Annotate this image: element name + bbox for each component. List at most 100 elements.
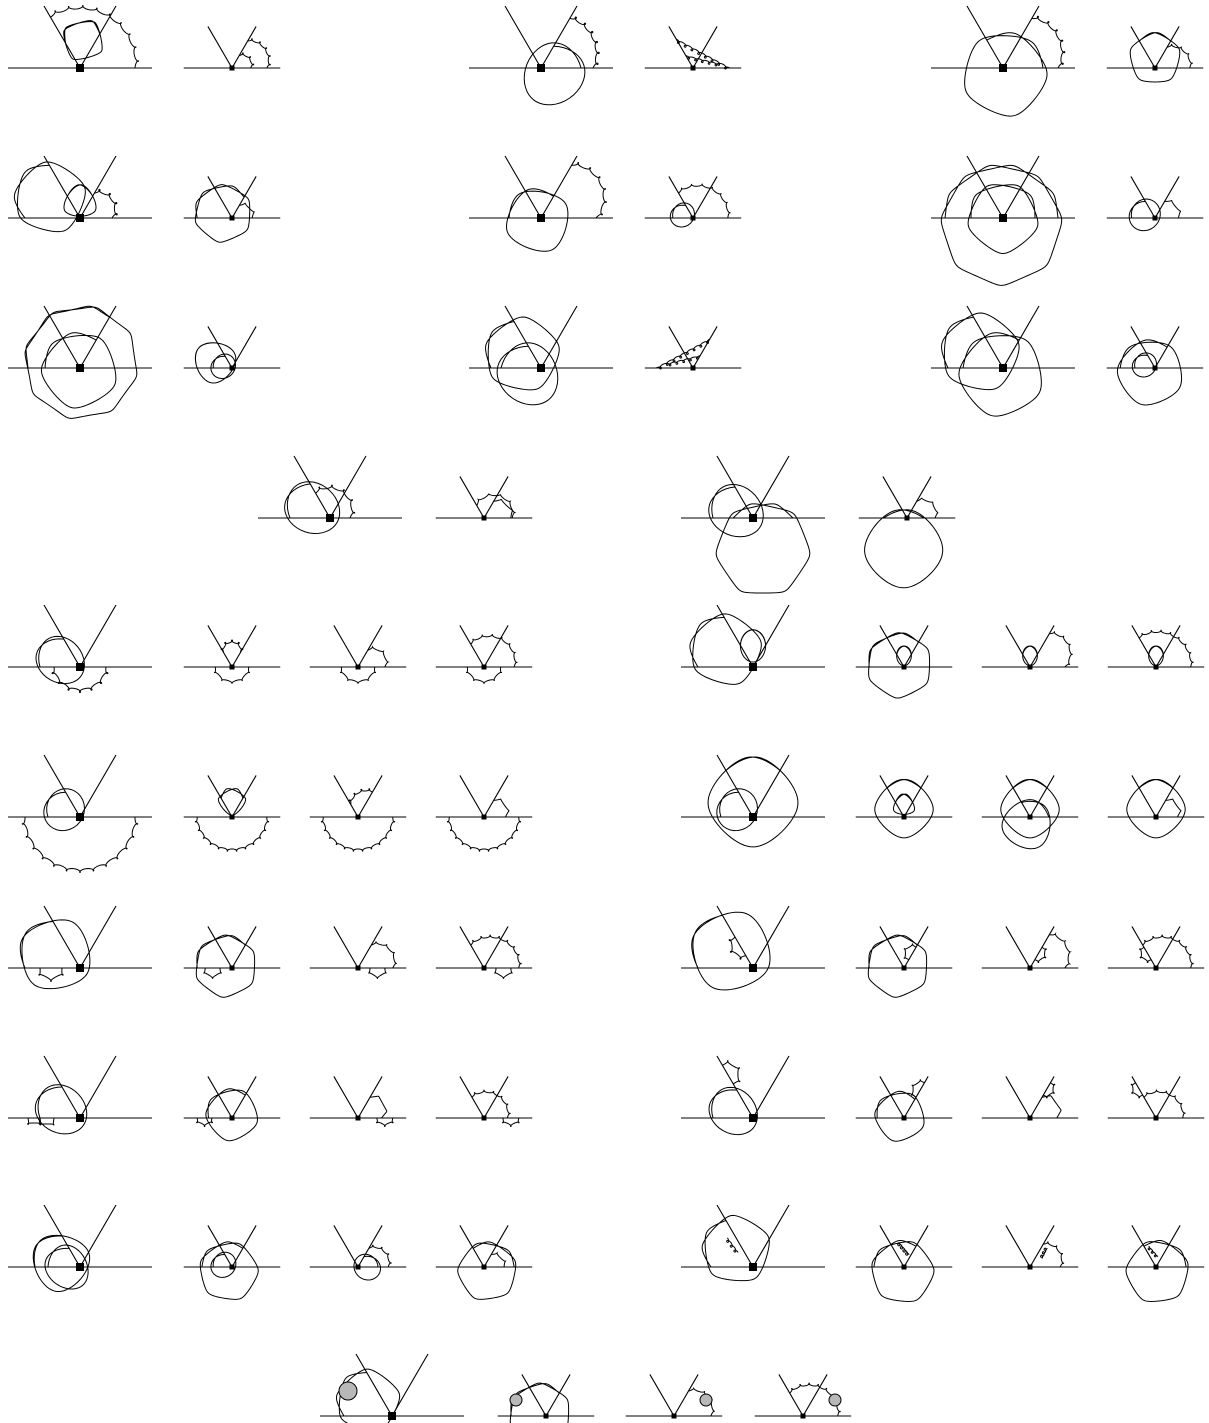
vertex-square bbox=[76, 663, 84, 671]
right-jet-line bbox=[80, 755, 116, 817]
feynman-diagram bbox=[8, 1205, 152, 1292]
gluon-line bbox=[708, 757, 798, 847]
feynman-diagram bbox=[436, 926, 532, 978]
left-jet-line bbox=[967, 6, 1003, 68]
right-jet-line bbox=[753, 906, 789, 968]
right-jet-line bbox=[80, 605, 116, 667]
feynman-diagram bbox=[310, 625, 406, 683]
vertex-square bbox=[1028, 1116, 1033, 1121]
gluon-line bbox=[1032, 16, 1065, 68]
gluon-line bbox=[204, 968, 222, 978]
gluon-line bbox=[690, 614, 761, 684]
gluon-line bbox=[195, 185, 249, 243]
vertex-square bbox=[691, 66, 696, 71]
gluon-line bbox=[22, 817, 137, 873]
right-jet-line bbox=[1156, 775, 1180, 817]
left-jet-line bbox=[717, 1205, 753, 1267]
gluon-line bbox=[39, 968, 63, 982]
left-jet-line bbox=[44, 605, 80, 667]
vertex-square bbox=[1154, 815, 1159, 820]
feynman-diagram bbox=[931, 306, 1075, 416]
feynman-diagram bbox=[320, 1354, 464, 1423]
feynman-diagram bbox=[8, 306, 152, 418]
vertex-square bbox=[537, 214, 545, 222]
vertex-square bbox=[356, 665, 361, 670]
right-jet-line bbox=[484, 926, 508, 968]
feynman-diagram bbox=[184, 326, 280, 383]
right-jet-line bbox=[1030, 625, 1054, 667]
gluon-line bbox=[1049, 632, 1072, 667]
vertex-square bbox=[482, 1116, 487, 1121]
left-jet-line bbox=[505, 306, 541, 368]
left-jet-line bbox=[1006, 1076, 1030, 1118]
vertex-square bbox=[230, 66, 235, 71]
vertex-square bbox=[902, 815, 907, 820]
right-jet-line bbox=[484, 625, 508, 667]
feynman-diagram bbox=[859, 476, 955, 587]
vertex-square bbox=[76, 1263, 84, 1271]
gluon-line bbox=[1149, 646, 1164, 666]
left-jet-line bbox=[669, 176, 693, 218]
feynman-diagram bbox=[1107, 176, 1203, 230]
vertex-square bbox=[356, 815, 361, 820]
feynman-diagram bbox=[681, 456, 825, 593]
feynman-diagram bbox=[1107, 326, 1203, 405]
vertex-square bbox=[1154, 966, 1159, 971]
vertex-square bbox=[999, 64, 1007, 72]
left-jet-line bbox=[1006, 1225, 1030, 1267]
left-jet-line bbox=[334, 1225, 358, 1267]
feynman-diagram bbox=[436, 625, 532, 683]
gluon-line bbox=[369, 968, 387, 978]
feynman-diagram bbox=[184, 26, 280, 70]
right-jet-line bbox=[484, 476, 508, 518]
vertex-square bbox=[230, 1265, 235, 1270]
gluon-line bbox=[702, 1215, 769, 1280]
gluon-line bbox=[965, 33, 1047, 116]
right-jet-line bbox=[80, 1205, 116, 1267]
feynman-diagram bbox=[681, 906, 825, 990]
gluon-line bbox=[942, 313, 1020, 390]
feynman-diagram bbox=[645, 176, 741, 227]
gluon-line bbox=[869, 633, 930, 698]
gluon-line bbox=[497, 343, 558, 405]
feynman-diagram bbox=[184, 625, 280, 683]
left-jet-line bbox=[334, 1076, 358, 1118]
left-jet-line bbox=[334, 625, 358, 667]
gluon-line bbox=[494, 799, 509, 817]
vertex-square bbox=[749, 1114, 757, 1122]
feynman-diagram bbox=[184, 1076, 280, 1140]
gluon-line bbox=[572, 163, 607, 218]
feynman-diagram bbox=[856, 775, 952, 837]
vertex-square bbox=[999, 214, 1007, 222]
self-energy-blob bbox=[829, 1394, 841, 1406]
left-jet-line bbox=[669, 326, 693, 368]
left-jet-line bbox=[669, 26, 693, 68]
right-jet-line bbox=[693, 326, 717, 368]
gluon-line bbox=[239, 203, 254, 218]
right-jet-line bbox=[541, 306, 577, 368]
right-jet-line bbox=[358, 1225, 382, 1267]
feynman-diagram bbox=[310, 775, 406, 851]
gluon-line bbox=[1165, 201, 1181, 218]
gluon-line bbox=[524, 43, 585, 105]
feynman-diagram bbox=[469, 156, 613, 251]
gluon-line bbox=[377, 1118, 394, 1126]
vertex-square bbox=[1028, 815, 1033, 820]
right-jet-line bbox=[1030, 1225, 1054, 1267]
feynman-diagram bbox=[1108, 625, 1204, 669]
vertex-square bbox=[326, 514, 334, 522]
gluon-line bbox=[709, 484, 764, 536]
self-energy-blob bbox=[339, 1382, 357, 1400]
vertex-square bbox=[482, 966, 487, 971]
gluon-line bbox=[316, 485, 355, 518]
feynman-diagram bbox=[469, 6, 613, 105]
right-jet-line bbox=[546, 1374, 570, 1416]
gluon-line bbox=[370, 1096, 387, 1118]
right-jet-line bbox=[484, 775, 508, 817]
right-jet-line bbox=[803, 1374, 827, 1416]
right-jet-line bbox=[753, 456, 789, 518]
left-jet-line bbox=[208, 176, 232, 218]
vertex-square bbox=[1154, 1116, 1159, 1121]
left-jet-line bbox=[650, 1374, 674, 1416]
vertex-square bbox=[76, 964, 84, 972]
